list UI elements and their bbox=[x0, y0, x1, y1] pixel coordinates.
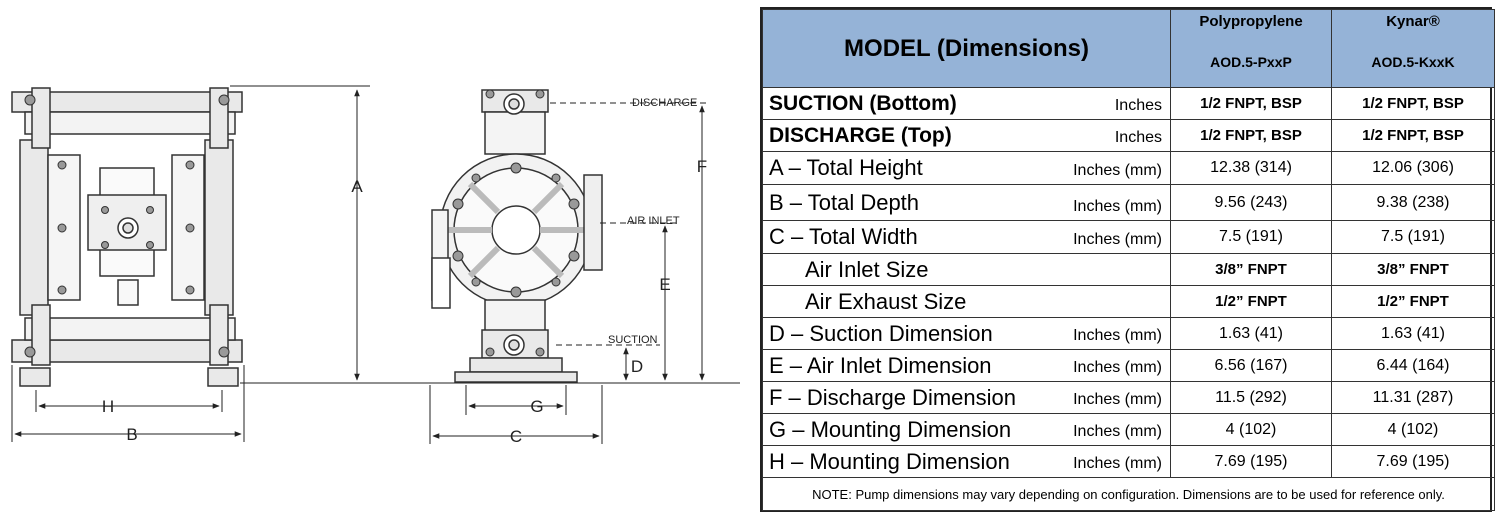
dim-e-letter: E bbox=[659, 275, 670, 294]
row-unit: Inches (mm) bbox=[1073, 359, 1162, 376]
row-unit: Inches bbox=[1114, 129, 1162, 146]
row-unit: Inches (mm) bbox=[1073, 455, 1162, 472]
row-label: D – Suction Dimension bbox=[769, 320, 993, 346]
table-row: DISCHARGE (Top) Inches 1/2 FNPT, BSP 1/2 … bbox=[762, 119, 1495, 152]
row-label: DISCHARGE (Top) bbox=[769, 123, 952, 147]
table-row: C – Total Width Inches (mm) 7.5 (191) 7.5… bbox=[762, 220, 1495, 254]
discharge-label: DISCHARGE bbox=[632, 97, 697, 109]
kynar-value: 6.44 (164) bbox=[1331, 349, 1495, 382]
row-label: Air Inlet Size bbox=[805, 256, 929, 282]
pump-front-view bbox=[431, 89, 603, 383]
polypropylene-value: 4 (102) bbox=[1170, 413, 1332, 446]
kynar-value: 9.38 (238) bbox=[1331, 184, 1495, 221]
table-row: Air Exhaust Size 1/2” FNPT 1/2” FNPT bbox=[762, 285, 1495, 318]
dimensions-spec-table: MODEL (Dimensions) Polypropylene AOD.5-P… bbox=[760, 7, 1495, 512]
table-row: D – Suction Dimension Inches (mm) 1.63 (4… bbox=[762, 317, 1495, 350]
dim-a-letter: A bbox=[351, 177, 363, 196]
kynar-value: 11.31 (287) bbox=[1331, 381, 1495, 414]
row-unit: Inches (mm) bbox=[1073, 423, 1162, 440]
dim-g-letter: G bbox=[530, 397, 543, 416]
kynar-value: 7.5 (191) bbox=[1331, 220, 1495, 254]
table-header-row: MODEL (Dimensions) Polypropylene AOD.5-P… bbox=[762, 9, 1495, 88]
kynar-value: 1/2 FNPT, BSP bbox=[1331, 119, 1495, 152]
dim-d-letter: D bbox=[631, 357, 643, 376]
polypropylene-value: 1/2” FNPT bbox=[1170, 285, 1332, 318]
polypropylene-value: 1/2 FNPT, BSP bbox=[1170, 119, 1332, 152]
kynar-value: 3/8” FNPT bbox=[1331, 253, 1495, 286]
row-unit: Inches (mm) bbox=[1073, 162, 1162, 179]
kynar-value: 12.06 (306) bbox=[1331, 151, 1495, 185]
row-label: C – Total Width bbox=[769, 224, 918, 249]
row-unit: Inches (mm) bbox=[1073, 231, 1162, 248]
kynar-material: Kynar® bbox=[1386, 13, 1440, 30]
model-header: MODEL (Dimensions) bbox=[762, 9, 1171, 88]
row-unit: Inches (mm) bbox=[1073, 391, 1162, 408]
dim-f-letter: F bbox=[697, 157, 707, 176]
kynar-value: 4 (102) bbox=[1331, 413, 1495, 446]
polypropylene-value: 6.56 (167) bbox=[1170, 349, 1332, 382]
row-label: E – Air Inlet Dimension bbox=[769, 352, 992, 378]
table-row: E – Air Inlet Dimension Inches (mm) 6.56 … bbox=[762, 349, 1495, 382]
row-unit: Inches (mm) bbox=[1073, 198, 1162, 215]
pump-dimension-drawing: H B A bbox=[11, 85, 740, 446]
table-note: NOTE: Pump dimensions may vary depending… bbox=[762, 477, 1495, 511]
polypropylene-header: Polypropylene AOD.5-PxxP bbox=[1170, 9, 1332, 88]
polypropylene-value: 7.5 (191) bbox=[1170, 220, 1332, 254]
polypropylene-value: 11.5 (292) bbox=[1170, 381, 1332, 414]
polypropylene-value: 3/8” FNPT bbox=[1170, 253, 1332, 286]
kynar-value: 7.69 (195) bbox=[1331, 445, 1495, 478]
table-note-row: NOTE: Pump dimensions may vary depending… bbox=[762, 477, 1495, 511]
row-label: A – Total Height bbox=[769, 155, 923, 180]
kynar-value: 1/2 FNPT, BSP bbox=[1331, 87, 1495, 120]
dim-c-letter: C bbox=[510, 427, 522, 446]
row-label: G – Mounting Dimension bbox=[769, 416, 1012, 442]
kynar-header: Kynar® AOD.5-KxxK bbox=[1331, 9, 1495, 88]
row-label: F – Discharge Dimension bbox=[769, 384, 1016, 410]
pump-side-view bbox=[11, 87, 243, 387]
row-label: SUCTION (Bottom) bbox=[769, 91, 957, 115]
row-unit: Inches bbox=[1114, 97, 1162, 114]
row-label: Air Exhaust Size bbox=[805, 288, 967, 314]
kynar-value: 1.63 (41) bbox=[1331, 317, 1495, 350]
row-label: B – Total Depth bbox=[769, 189, 920, 215]
kynar-value: 1/2” FNPT bbox=[1331, 285, 1495, 318]
table-row: SUCTION (Bottom) Inches 1/2 FNPT, BSP 1/2… bbox=[762, 87, 1495, 120]
polypropylene-material: Polypropylene bbox=[1199, 13, 1303, 30]
table-row: Air Inlet Size 3/8” FNPT 3/8” FNPT bbox=[762, 253, 1495, 286]
suction-label: SUCTION bbox=[608, 334, 658, 346]
polypropylene-model-code: AOD.5-PxxP bbox=[1210, 54, 1292, 70]
polypropylene-value: 1/2 FNPT, BSP bbox=[1170, 87, 1332, 120]
table-row: B – Total Depth Inches (mm) 9.56 (243) 9.… bbox=[762, 184, 1495, 221]
dimension-lines-side bbox=[11, 85, 740, 442]
table-row: H – Mounting Dimension Inches (mm) 7.69 (… bbox=[762, 445, 1495, 478]
polypropylene-value: 9.56 (243) bbox=[1170, 184, 1332, 221]
dim-h-letter: H bbox=[102, 397, 114, 416]
polypropylene-value: 1.63 (41) bbox=[1170, 317, 1332, 350]
kynar-model-code: AOD.5-KxxK bbox=[1371, 54, 1455, 70]
table-row: F – Discharge Dimension Inches (mm) 11.5 … bbox=[762, 381, 1495, 414]
table-row: G – Mounting Dimension Inches (mm) 4 (102… bbox=[762, 413, 1495, 446]
dim-b-letter: B bbox=[126, 425, 137, 444]
polypropylene-value: 7.69 (195) bbox=[1170, 445, 1332, 478]
row-unit: Inches (mm) bbox=[1073, 327, 1162, 344]
polypropylene-value: 12.38 (314) bbox=[1170, 151, 1332, 185]
air-inlet-label: AIR INLET bbox=[627, 215, 680, 227]
row-label: H – Mounting Dimension bbox=[769, 448, 1010, 474]
dimension-lines-front bbox=[429, 102, 710, 444]
